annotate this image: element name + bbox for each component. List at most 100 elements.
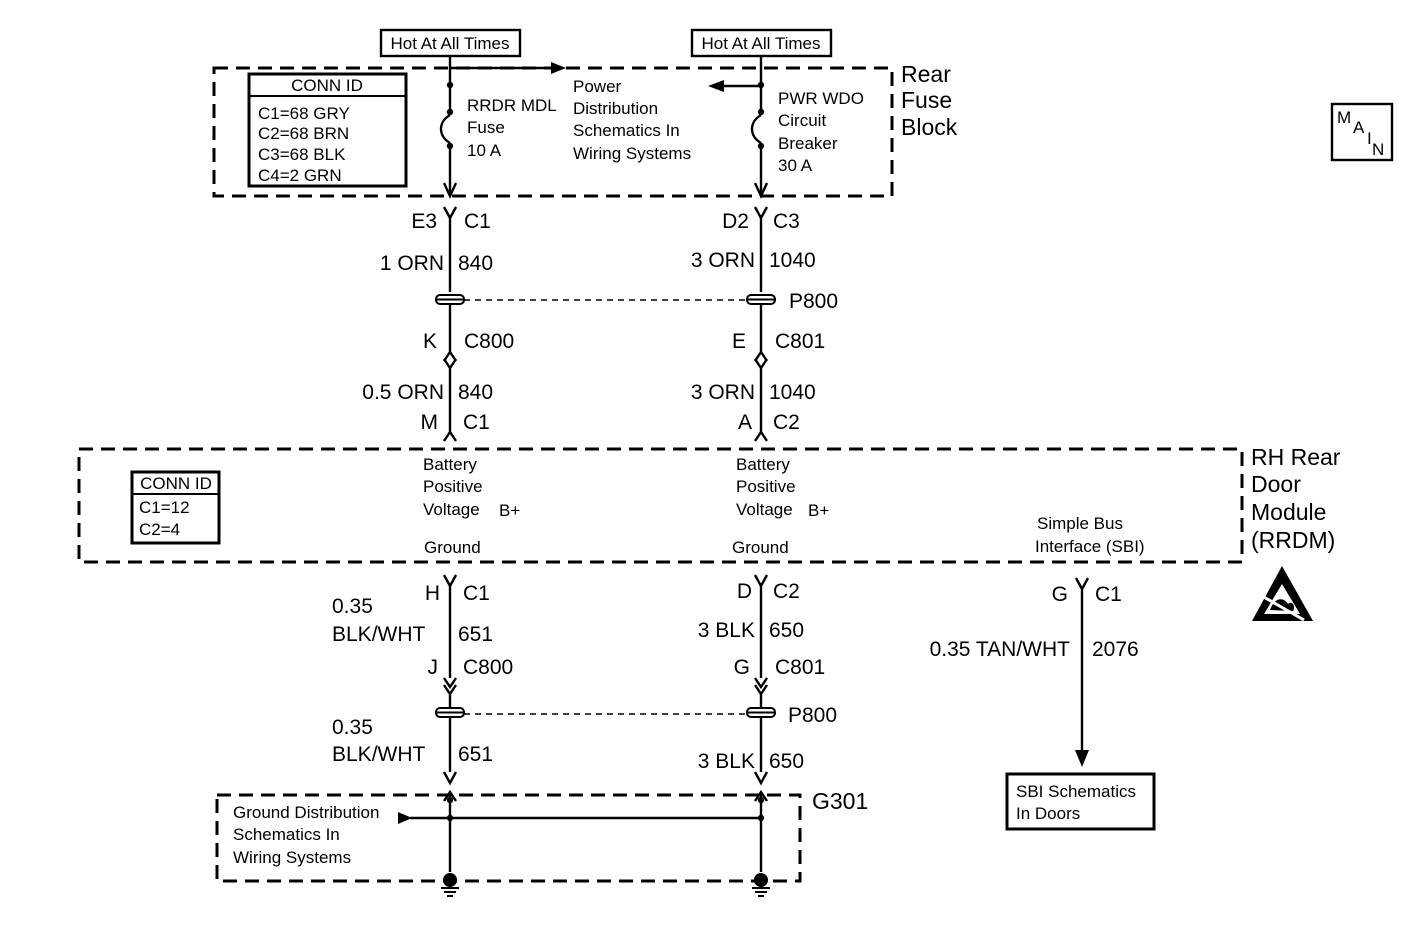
conn-id-row: C3=68 BLK <box>258 145 346 164</box>
rrdm-conn-id: CONN ID C1=12 C2=4 <box>130 470 221 545</box>
hot-left-label: Hot At All Times <box>390 34 509 53</box>
conn-id-row: C1=68 GRY <box>258 104 350 123</box>
pin-k: K <box>423 330 437 353</box>
wire-color: BLK/WHT <box>332 623 426 646</box>
circuit-number: 651 <box>458 623 493 646</box>
conn-c2: C2 <box>773 580 800 603</box>
wire-size: 0.35 <box>332 595 373 618</box>
bplus-label: B+ <box>808 501 829 520</box>
breaker-label-2: Circuit <box>778 111 826 130</box>
conn-c2: C2 <box>773 411 800 434</box>
ground-symbol-icon <box>441 873 459 897</box>
pin-g: G <box>734 656 750 679</box>
breaker-label-3: Breaker <box>778 134 838 153</box>
pin-g: G <box>1052 583 1068 606</box>
rrdm-name-1: RH Rear <box>1251 444 1341 470</box>
conn-c800: C800 <box>463 656 513 679</box>
ground-distribution-block: G301 Ground Distribution Schematics In W… <box>215 788 868 897</box>
battery-label: Battery <box>423 455 477 474</box>
pin-a: A <box>738 411 752 434</box>
ground-id-g301: G301 <box>812 788 868 814</box>
circuit-number: 840 <box>458 381 493 404</box>
rrdm-name-2: Door <box>1251 471 1301 497</box>
left-feed-circuit: E3 C1 1 ORN 840 K C800 0.5 ORN 840 M C1 <box>362 206 514 442</box>
ground-label: Ground <box>732 538 789 557</box>
power-dist-4: Wiring Systems <box>573 144 691 163</box>
conn-id-title: CONN ID <box>291 76 363 95</box>
rrdm-module: RH Rear Door Module (RRDM) CONN ID C1=12… <box>77 444 1341 564</box>
wire-color: 3 BLK <box>698 750 755 773</box>
power-dist-1: Power <box>573 77 622 96</box>
wire-color: 0.35 TAN/WHT <box>930 638 1071 661</box>
conn-id-title: CONN ID <box>140 474 212 493</box>
circuit-number: 1040 <box>769 249 816 272</box>
conn-id-row: C4=2 GRN <box>258 166 342 185</box>
sbi-schematics-ref <box>1005 772 1156 831</box>
conn-c801: C801 <box>775 656 825 679</box>
voltage-label: Voltage <box>423 500 480 519</box>
conn-c1: C1 <box>463 582 490 605</box>
rear-fuse-block-name-1: Rear <box>901 61 951 87</box>
conn-c3: C3 <box>773 210 800 233</box>
ground-dist-2: Schematics In <box>233 825 340 844</box>
right-ground-circuit: D C2 3 BLK 650 G C801 P800 3 BLK 650 <box>698 574 837 786</box>
pin-d2: D2 <box>722 210 749 233</box>
ground-dist-3: Wiring Systems <box>233 848 351 867</box>
wire-size: 0.35 <box>332 716 373 739</box>
circuit-number: 650 <box>769 619 804 642</box>
right-feed-circuit: D2 C3 3 ORN 1040 P800 E C801 3 ORN 1040 … <box>691 206 838 442</box>
sbi-dest-1: SBI Schematics <box>1016 782 1136 801</box>
conn-id-row: C2=4 <box>139 520 180 539</box>
hot-at-all-times-right: Hot At All Times <box>690 28 833 58</box>
wire-color: 3 ORN <box>691 249 755 272</box>
breaker-label-1: PWR WDO <box>778 89 864 108</box>
rear-fuse-block-name-3: Block <box>901 114 958 140</box>
pin-j: J <box>428 656 439 679</box>
rear-fuse-block: Rear Fuse Block CONN ID C1=68 GRY C2=68 … <box>212 56 958 199</box>
circuit-number: 840 <box>458 252 493 275</box>
circuit-number: 650 <box>769 750 804 773</box>
sbi-dest-2: In Doors <box>1016 804 1080 823</box>
ground-label: Ground <box>424 538 481 557</box>
breaker-label-4: 30 A <box>778 156 813 175</box>
sbi-label-2: Interface (SBI) <box>1035 537 1145 556</box>
pin-h: H <box>425 582 440 605</box>
wire-color: 3 BLK <box>698 619 755 642</box>
main-badge-letter: N <box>1372 140 1384 159</box>
battery-label: Battery <box>736 455 790 474</box>
pin-e: E <box>732 330 746 353</box>
pin-m: M <box>421 411 439 434</box>
main-badge-letter: M <box>1337 108 1351 127</box>
main-badge-letter: I <box>1367 129 1372 148</box>
circuit-number: 1040 <box>769 381 816 404</box>
conn-c1: C1 <box>463 411 490 434</box>
fuse-label-2: Fuse <box>467 118 505 137</box>
fuse-label-1: RRDR MDL <box>467 96 557 115</box>
positive-label: Positive <box>423 477 483 496</box>
wire-color: 1 ORN <box>380 252 444 275</box>
power-dist-3: Schematics In <box>573 121 680 140</box>
positive-label: Positive <box>736 477 796 496</box>
hot-right-label: Hot At All Times <box>701 34 820 53</box>
pin-d: D <box>737 580 752 603</box>
conn-id-row: C1=12 <box>139 498 190 517</box>
pin-e3: E3 <box>411 210 437 233</box>
wire-color: 0.5 ORN <box>362 381 444 404</box>
rrdm-name-3: Module <box>1251 499 1326 525</box>
sbi-label-1: Simple Bus <box>1037 514 1123 533</box>
bplus-label: B+ <box>499 501 520 520</box>
esd-warning-icon <box>1252 566 1313 622</box>
circuit-number: 651 <box>458 743 493 766</box>
fuse-label-3: 10 A <box>467 141 502 160</box>
conn-c1: C1 <box>464 210 491 233</box>
main-badge-letter: A <box>1353 118 1365 137</box>
rear-fuse-block-name-2: Fuse <box>901 87 952 113</box>
rrdm-name-4: (RRDM) <box>1251 527 1335 553</box>
wire-color: 3 ORN <box>691 381 755 404</box>
conn-id-row: C2=68 BRN <box>258 124 349 143</box>
ground-dist-1: Ground Distribution <box>233 803 379 822</box>
conn-c1: C1 <box>1095 583 1122 606</box>
fuse-block-conn-id: CONN ID C1=68 GRY C2=68 BRN C3=68 BLK C4… <box>247 72 408 188</box>
wire-color: BLK/WHT <box>332 743 426 766</box>
